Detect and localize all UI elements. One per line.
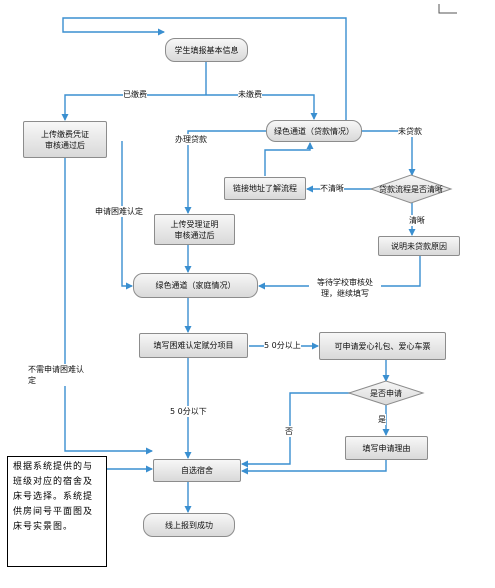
green-channel-loan-text: 绿色通道（贷款情况） xyxy=(274,126,354,136)
green-channel-loan-node: 绿色通道（贷款情况） xyxy=(266,120,362,142)
green-channel-family-node: 绿色通道（家庭情况） xyxy=(133,273,258,298)
dorm-note-box: 根据系统提供的与班级对应的宿舍及床号选择。系统提供房间号平面图及床号实景图。 xyxy=(7,456,107,567)
explain-reason-text: 说明未贷款原因 xyxy=(391,241,447,251)
label-no-recognition: 不需申请困难认 定 xyxy=(28,364,104,386)
label-no-loan: 未贷款 xyxy=(398,126,422,137)
line-no-recognition xyxy=(64,158,153,455)
line-no-loan xyxy=(362,130,416,176)
loan-clear-diamond xyxy=(369,174,453,204)
apply-gift-node: 可申请爱心礼包、爱心车票 xyxy=(319,332,446,360)
label-unclear: 不清晰 xyxy=(320,183,344,194)
whether-apply-diamond xyxy=(347,380,425,406)
upload-fee-proof-text: 上传缴费凭证 审核通过后 xyxy=(41,129,89,150)
line-no xyxy=(241,392,350,468)
corner-mark xyxy=(438,4,457,14)
online-done-text: 线上报到成功 xyxy=(165,520,213,530)
line-loan xyxy=(184,130,267,214)
fill-basic-info-node: 学生填报基本信息 xyxy=(165,38,248,62)
choose-dorm-text: 自选宿舍 xyxy=(181,466,213,475)
fill-basic-info-text: 学生填报基本信息 xyxy=(174,45,239,55)
loan-clear-text: 贷款流程是否清晰 xyxy=(379,184,443,194)
line-loop-top xyxy=(62,17,347,121)
line-reason-dorm xyxy=(241,460,387,475)
loan-clear-label: 贷款流程是否清晰 xyxy=(371,181,451,197)
fill-difficulty-node: 填写困难认定赋分项目 xyxy=(139,333,248,358)
link-address-node: 链接地址了解流程 xyxy=(224,177,306,200)
label-yes: 是 xyxy=(378,414,386,425)
green-channel-family-text: 绿色通道（家庭情况） xyxy=(155,281,236,290)
whether-apply-label: 是否申请 xyxy=(349,385,423,401)
choose-dorm-node: 自选宿舍 xyxy=(153,459,241,482)
line-apply-recognition xyxy=(121,141,133,290)
explain-reason-node: 说明未贷款原因 xyxy=(378,236,460,256)
label-paid: 已缴费 xyxy=(123,89,147,100)
label-await-review: 等待学校审核处 理，继续填写 xyxy=(309,277,381,299)
label-unpaid: 未缴费 xyxy=(238,89,262,100)
dorm-note-text: 根据系统提供的与班级对应的宿舍及床号选择。系统提供房间号平面图及床号实景图。 xyxy=(13,462,94,532)
label-apply-recognition: 申请困难认定 xyxy=(95,206,143,217)
apply-gift-text: 可申请爱心礼包、爱心车票 xyxy=(334,341,431,351)
label-loan: 办理贷款 xyxy=(175,134,207,145)
label-no: 否 xyxy=(285,426,293,437)
line-paid xyxy=(61,94,206,121)
line-link-up xyxy=(264,142,314,176)
fill-reason-node: 填写申请理由 xyxy=(345,436,428,460)
fill-reason-text: 填写申请理由 xyxy=(362,443,411,453)
label-clear: 清晰 xyxy=(409,215,425,226)
link-address-text: 链接地址了解流程 xyxy=(233,184,297,193)
label-score-below: 5 0分以下 xyxy=(170,406,207,417)
label-score-above: 5 0分以上 xyxy=(264,340,301,351)
upload-loan-cert-node: 上传受理证明 审核通过后 xyxy=(154,214,235,245)
upload-loan-cert-text: 上传受理证明 审核通过后 xyxy=(170,219,219,240)
whether-apply-text: 是否申请 xyxy=(370,388,402,398)
upload-fee-proof-node: 上传缴费凭证 审核通过后 xyxy=(23,121,107,158)
fill-difficulty-text: 填写困难认定赋分项目 xyxy=(153,341,234,350)
online-done-node: 线上报到成功 xyxy=(143,513,235,537)
